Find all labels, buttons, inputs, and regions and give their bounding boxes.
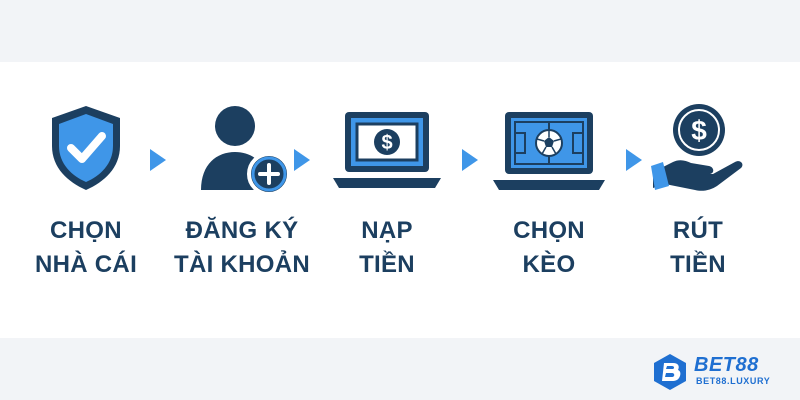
soccer-field-laptop-icon [489, 100, 609, 196]
arrow-right-icon [462, 149, 478, 171]
user-add-icon [182, 100, 302, 196]
step-withdraw: $ RÚT TIỀN [628, 100, 768, 300]
top-band [0, 0, 800, 62]
step-register-account: ĐĂNG KÝ TÀI KHOẢN [172, 100, 312, 300]
step-label: RÚT TIỀN [670, 217, 726, 278]
dollar-banknote-laptop-icon: $ [327, 100, 447, 196]
step-label: CHỌN KÈO [513, 217, 585, 278]
step-choose-odds: CHỌN KÈO [479, 100, 619, 300]
svg-text:$: $ [381, 132, 392, 154]
arrow-right-icon [150, 149, 166, 171]
step-label: CHỌN NHÀ CÁI [34, 217, 138, 278]
shield-check-icon [26, 100, 146, 196]
hand-coin-icon: $ [638, 100, 758, 196]
step-deposit: $ NẠP TIỀN [317, 100, 457, 300]
brand-domain: BET88.LUXURY [696, 376, 771, 386]
brand-name: BET88 [694, 354, 759, 376]
step-label: NẠP TIỀN [359, 217, 415, 278]
svg-text:$: $ [691, 115, 707, 146]
bet88-logo-icon [654, 354, 686, 390]
step-choose-bookmaker: CHỌN NHÀ CÁI [16, 100, 156, 300]
arrow-right-icon [626, 149, 642, 171]
step-label: ĐĂNG KÝ TÀI KHOẢN [173, 217, 311, 278]
arrow-right-icon [294, 149, 310, 171]
bet88-logo: BET88 BET88.LUXURY [650, 352, 790, 392]
